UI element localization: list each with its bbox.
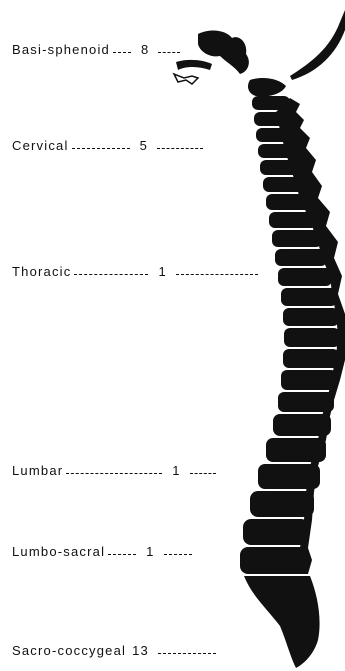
- vertebra: [250, 491, 314, 517]
- leader-dots: [74, 274, 148, 275]
- leader-dots: [108, 554, 136, 555]
- leader-dots: [190, 473, 216, 474]
- label-row-cervical: Cervical 5: [12, 136, 345, 154]
- label-row-thoracic: Thoracic 1: [12, 262, 345, 280]
- leader-dots: [176, 274, 258, 275]
- jaw-fragment: [176, 60, 212, 70]
- leader-dots: [66, 473, 162, 474]
- label-row-sacro-coccygeal: Sacro-coccygeal 13: [12, 641, 345, 659]
- vertebra-count: 1: [172, 463, 180, 478]
- label-row-lumbar: Lumbar 1: [12, 461, 345, 479]
- leader-dots: [158, 653, 216, 654]
- leader-dots: [157, 148, 203, 149]
- vertebra: [283, 308, 339, 326]
- vertebra-count: 1: [146, 544, 154, 559]
- vertebra-count: 5: [140, 138, 148, 153]
- label-row-basi-sphenoid: Basi-sphenoid 8: [12, 40, 345, 58]
- leader-dots: [72, 148, 130, 149]
- region-name: Cervical: [12, 138, 69, 153]
- leader-dots: [113, 52, 131, 53]
- region-name: Lumbar: [12, 463, 63, 478]
- teeth-fragment: [174, 74, 198, 84]
- vertebra: [281, 288, 337, 306]
- atlas-vertebra: [248, 78, 286, 97]
- vertebra-count: 13: [132, 643, 149, 658]
- vertebra: [281, 370, 337, 390]
- region-name: Basi-sphenoid: [12, 42, 110, 57]
- vertebra: [284, 328, 340, 347]
- vertebral-column: [240, 78, 345, 668]
- label-row-lumbo-sacral: Lumbo-sacral 1: [12, 542, 345, 560]
- leader-dots: [164, 554, 192, 555]
- region-name: Lumbo-sacral: [12, 544, 105, 559]
- vertebra: [283, 349, 339, 368]
- vertebra-count: 1: [158, 264, 166, 279]
- region-name: Thoracic: [12, 264, 71, 279]
- leader-dots: [158, 52, 180, 53]
- vertebra-count: 8: [141, 42, 149, 57]
- region-name: Sacro-coccygeal: [12, 643, 126, 658]
